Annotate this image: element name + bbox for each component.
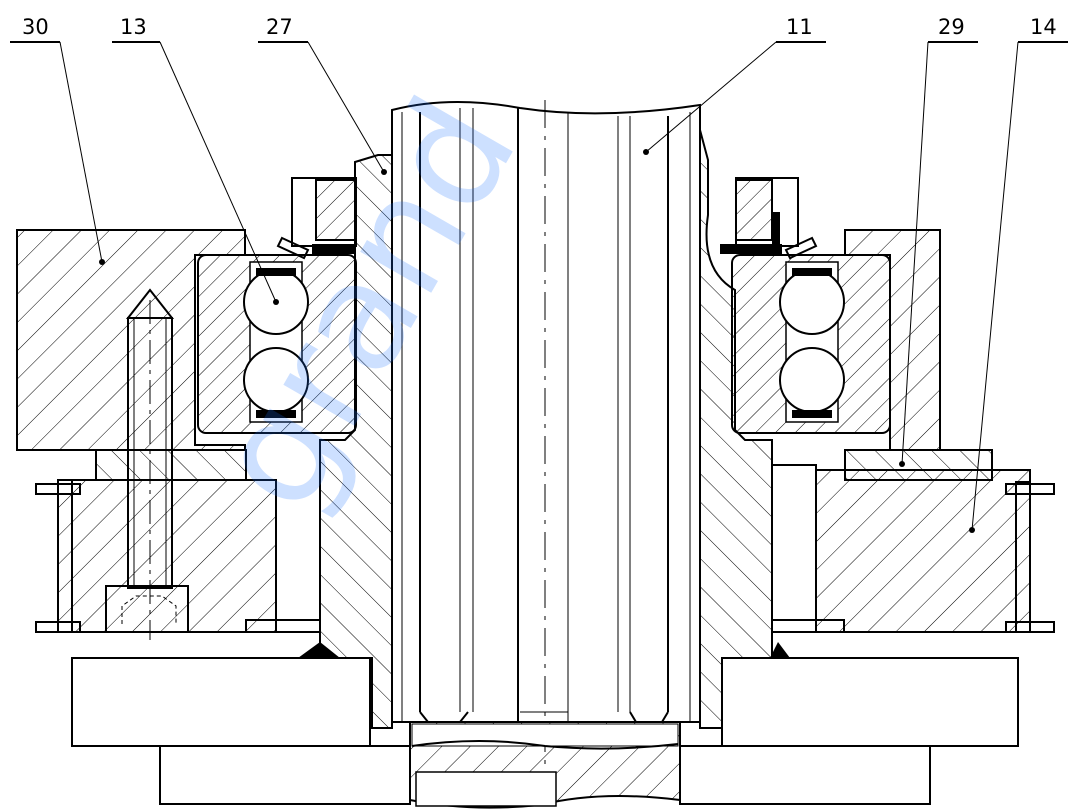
shaft-lower-section bbox=[409, 721, 681, 809]
callout-29: 29 bbox=[938, 15, 965, 39]
callout-13: 13 bbox=[120, 15, 147, 39]
bearing-right bbox=[731, 254, 891, 434]
callout-14: 14 bbox=[1030, 15, 1057, 39]
leader-lines bbox=[10, 41, 1068, 533]
sleeve-27 bbox=[319, 129, 773, 729]
bearing-left bbox=[197, 254, 357, 434]
callout-11: 11 bbox=[786, 15, 813, 39]
base-plate-left bbox=[71, 642, 411, 805]
block-14 bbox=[771, 464, 1055, 633]
lock-nut-left bbox=[276, 177, 357, 260]
callout-30: 30 bbox=[22, 15, 49, 39]
lock-nut-right bbox=[720, 177, 818, 260]
base-plate-right bbox=[679, 642, 1019, 805]
bolt bbox=[105, 288, 189, 640]
callout-27: 27 bbox=[266, 15, 293, 39]
